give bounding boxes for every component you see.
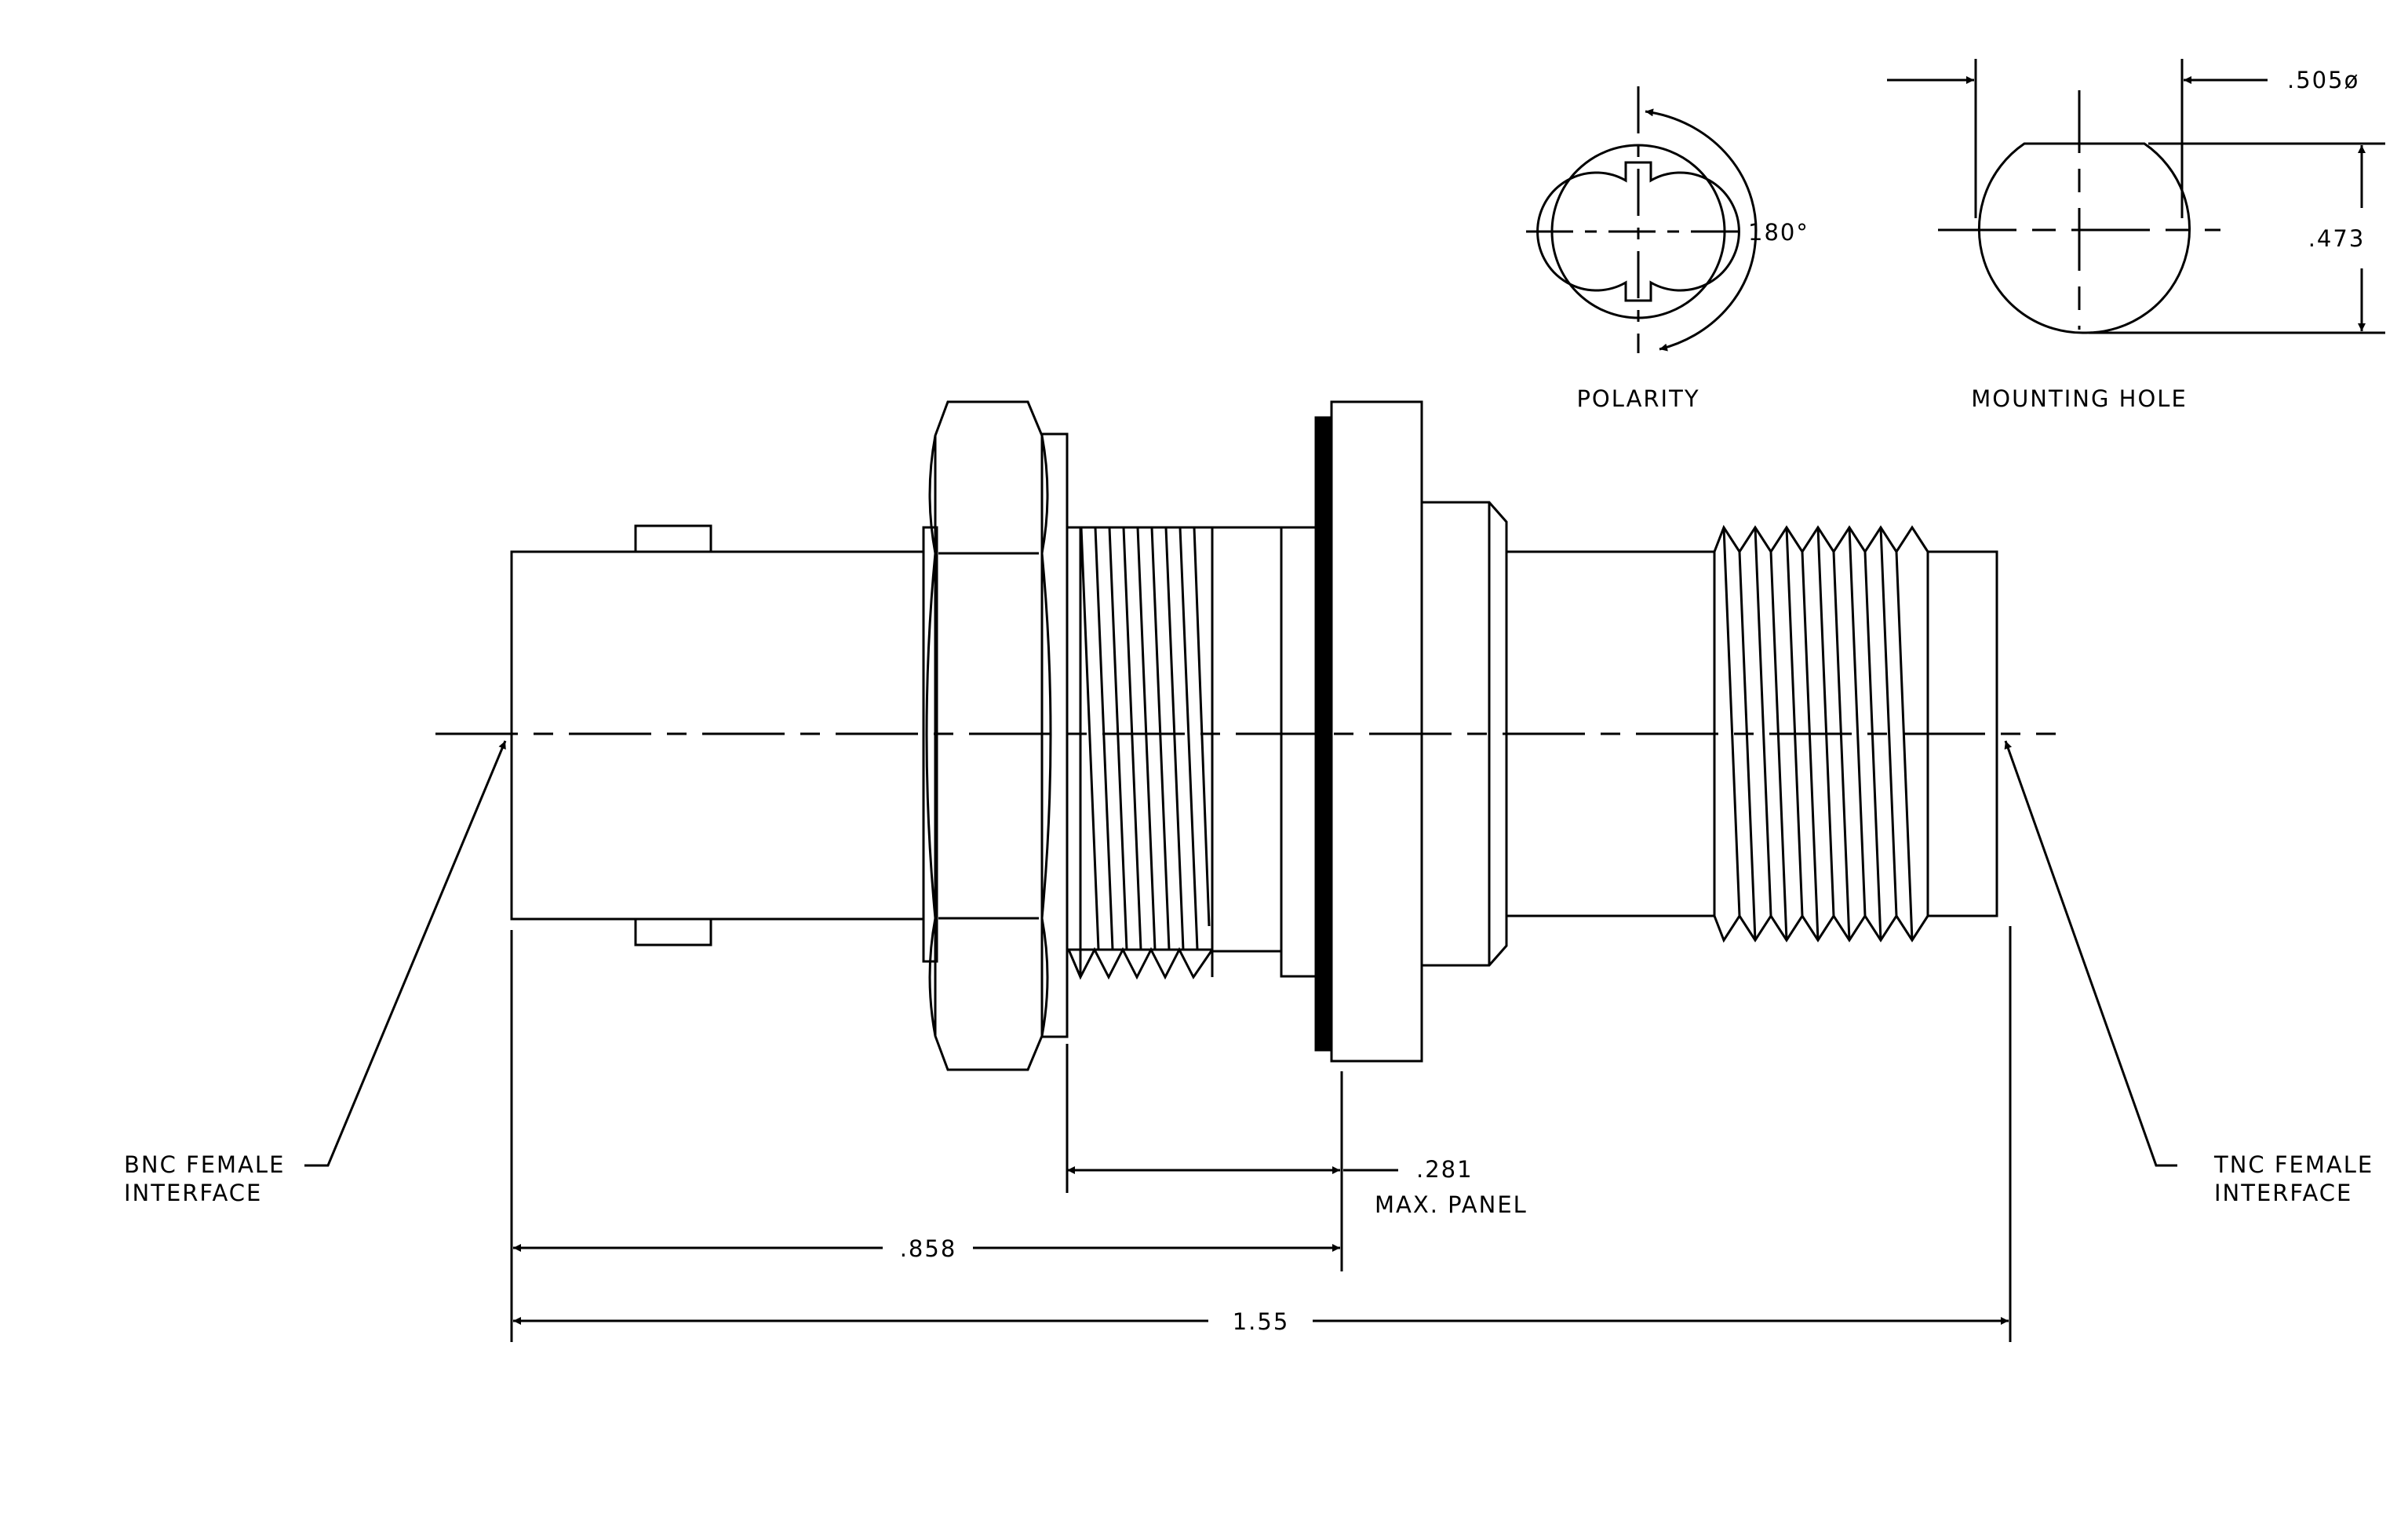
mounting-hole-title: MOUNTING HOLE (1971, 385, 2188, 412)
tnc-label-line2: INTERFACE (2214, 1180, 2352, 1206)
mounting-hole-flat: .473 (2308, 225, 2366, 252)
polarity-view (1526, 86, 1758, 353)
bnc-leader (304, 740, 507, 1167)
flange (1330, 400, 1508, 1063)
dim-overall-value: 1.55 (1233, 1308, 1290, 1335)
bnc-label-line1: BNC FEMALE (124, 1151, 285, 1178)
polarity-rotation-arc (1645, 108, 1758, 352)
gasket (1314, 416, 1333, 1052)
lock-washer (1040, 432, 1069, 1038)
tnc-body (1506, 524, 1998, 943)
collar (1211, 526, 1317, 978)
dim-panel-value: .281 (1416, 1156, 1474, 1183)
polarity-angle-label: 180° (1748, 219, 1809, 246)
dim-panel-note: MAX. PANEL (1375, 1191, 1528, 1218)
hex-nut (925, 400, 1052, 1071)
dim-bnc-length-value: .858 (900, 1235, 957, 1262)
polarity-title: POLARITY (1576, 385, 1699, 412)
mounting-hole-view (1887, 59, 2385, 334)
panel-thread (1067, 526, 1214, 980)
bnc-label-line2: INTERFACE (124, 1180, 262, 1206)
tnc-label-line1: TNC FEMALE (2213, 1151, 2373, 1178)
tnc-leader (2004, 740, 2177, 1167)
mounting-hole-diameter: .505ø (2287, 67, 2359, 93)
bnc-body (510, 524, 938, 963)
